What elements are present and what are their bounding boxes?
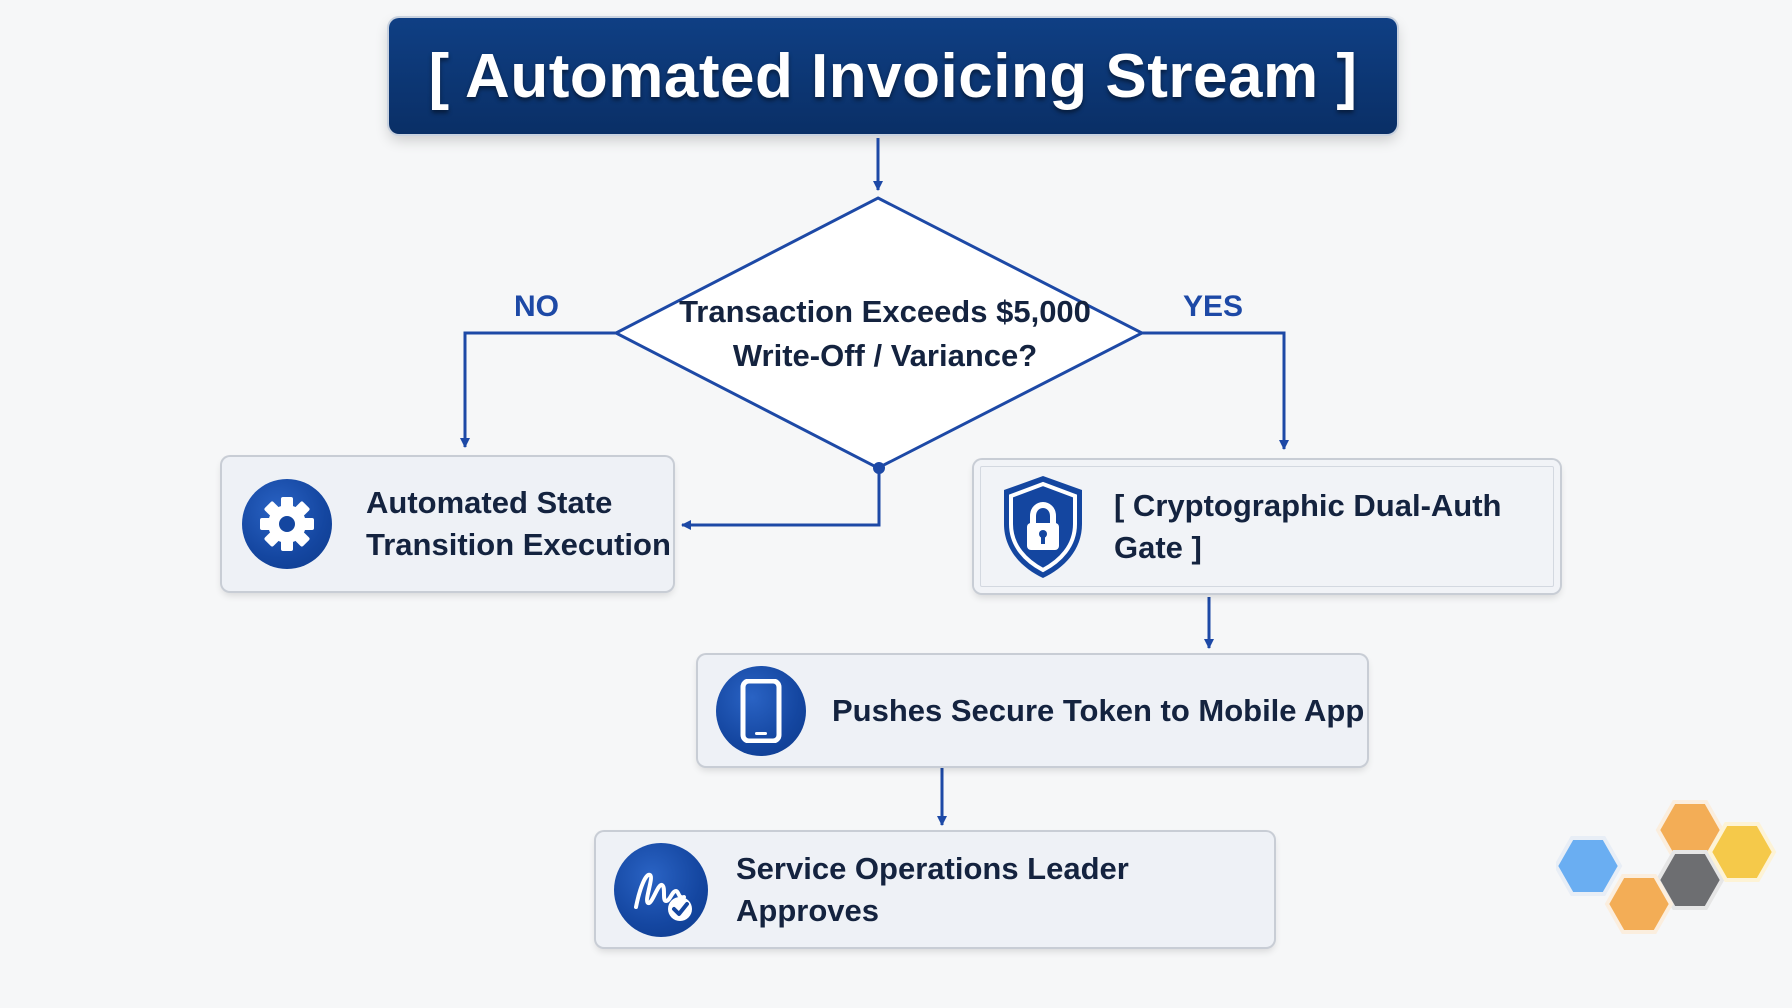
decision-label: Transaction Exceeds $5,000 Write-Off / V… xyxy=(660,290,1110,378)
shield-lock-icon xyxy=(998,472,1088,582)
smartphone-icon xyxy=(716,665,806,756)
decision-line-2: Write-Off / Variance? xyxy=(732,338,1038,373)
hex-gray xyxy=(1655,850,1725,910)
crypto-gate-label: [ Cryptographic Dual-Auth Gate ] xyxy=(1114,487,1502,565)
hex-yellow xyxy=(1707,822,1777,882)
arrow-no-branch xyxy=(460,331,616,448)
automated-line-1: Automated State xyxy=(366,485,613,520)
decision-line-1: Transaction Exceeds $5,000 xyxy=(679,294,1091,329)
arrow-decision-to-automated xyxy=(681,468,881,530)
diagram-title: [ Automated Invoicing Stream ] xyxy=(428,41,1358,111)
hexagon-cluster-icon xyxy=(1556,800,1777,934)
arrow-yes-branch xyxy=(1142,331,1289,450)
leader-approves-node: Service Operations Leader Approves xyxy=(596,832,1274,947)
leader-approves-label: Service Operations Leader Approves xyxy=(736,850,1129,928)
mobile-token-node: Pushes Secure Token to Mobile App xyxy=(698,655,1367,766)
branch-yes-label: YES xyxy=(1183,290,1244,323)
automated-state-node: Automated State Transition Execution xyxy=(222,457,673,591)
automated-state-label: Automated State Transition Execution xyxy=(366,482,671,566)
automated-line-2: Transition Execution xyxy=(366,527,671,562)
mobile-token-label: Pushes Secure Token to Mobile App xyxy=(832,692,1365,728)
gear-icon xyxy=(242,479,332,569)
hex-blue xyxy=(1556,836,1623,896)
signature-check-icon xyxy=(614,842,708,937)
title-bar: [ Automated Invoicing Stream ] xyxy=(389,18,1397,134)
hex-orange-bottom xyxy=(1604,874,1674,934)
crypto-gate-node: [ Cryptographic Dual-Auth Gate ] xyxy=(974,460,1560,593)
branch-no-label: NO xyxy=(514,290,559,323)
